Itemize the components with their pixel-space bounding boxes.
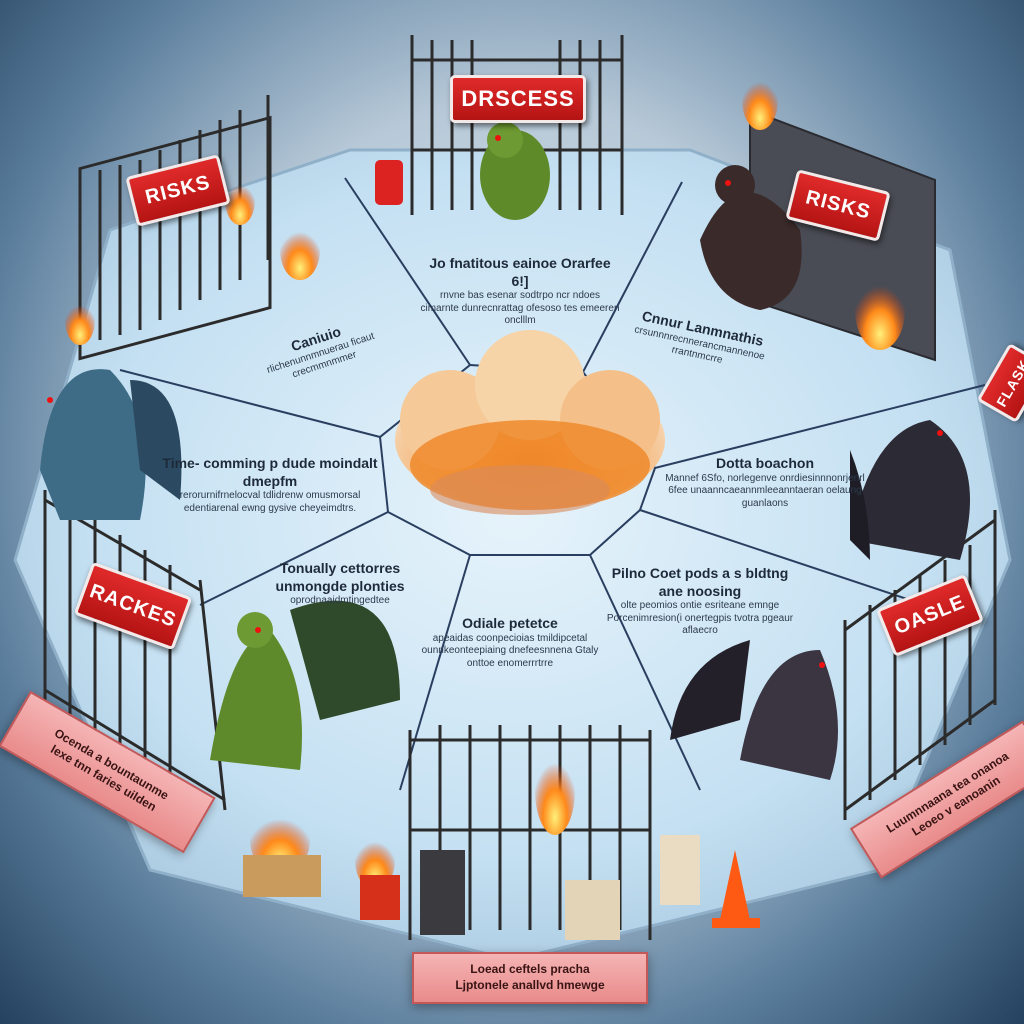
barrel [375,160,403,205]
sign-top: DRSCESS [450,75,586,123]
box-burning [243,855,321,897]
paper-stack [660,835,700,905]
gargoyle-dark-right-bottom [670,640,838,780]
props [243,160,760,940]
box-red [360,875,400,920]
gargoyle-dark-right [850,420,970,560]
gargoyle-green-left [210,600,400,770]
gate-top [410,35,624,215]
gargoyles [40,122,970,780]
box-stack [565,880,620,940]
gargoyle-blue-left [40,369,182,520]
gargoyle-green-top [480,122,550,220]
segment-text: Jo fnatitous eainoe Orarfee 6!]rnvne bas… [420,255,620,326]
fire-cloud [395,330,665,515]
gargoyle-dark-top-right [700,165,802,310]
safe [420,850,465,935]
traffic-cone [720,850,750,920]
